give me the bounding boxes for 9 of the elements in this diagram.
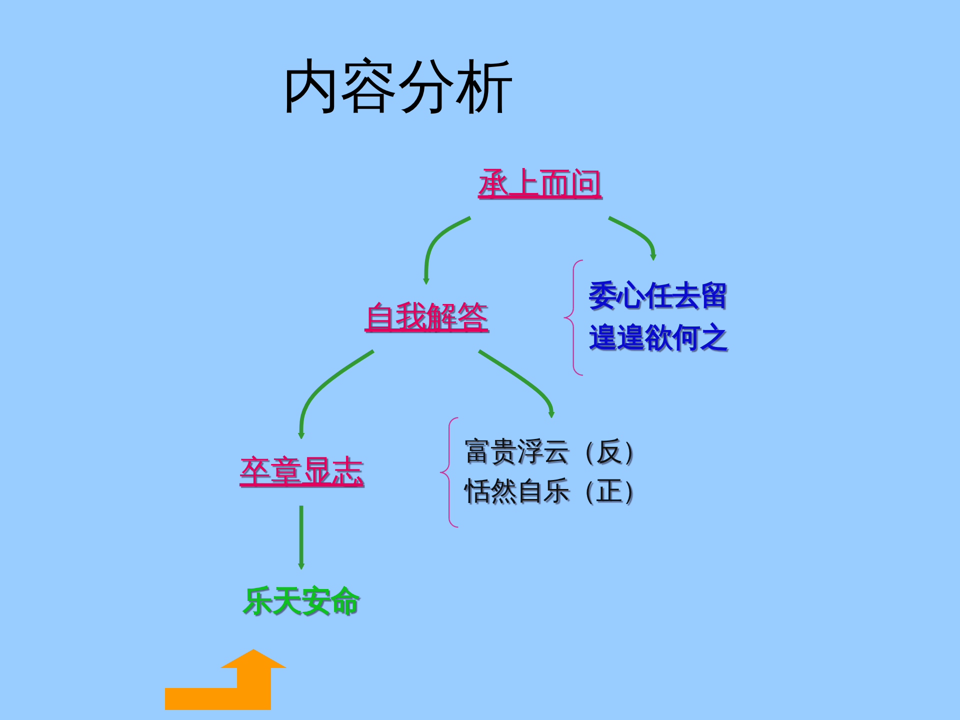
arrow <box>478 349 555 418</box>
node-text: 乐天安命 <box>242 584 360 618</box>
arrow <box>608 216 657 261</box>
arrow <box>422 216 472 285</box>
node-text: 富贵浮云（反） 恬然自乐（正） <box>464 436 648 506</box>
arrow <box>298 506 305 570</box>
node-text: 委心任去留 遑遑欲何之 <box>589 280 728 354</box>
arrow <box>298 349 375 440</box>
title: 内容分析 <box>282 52 514 122</box>
